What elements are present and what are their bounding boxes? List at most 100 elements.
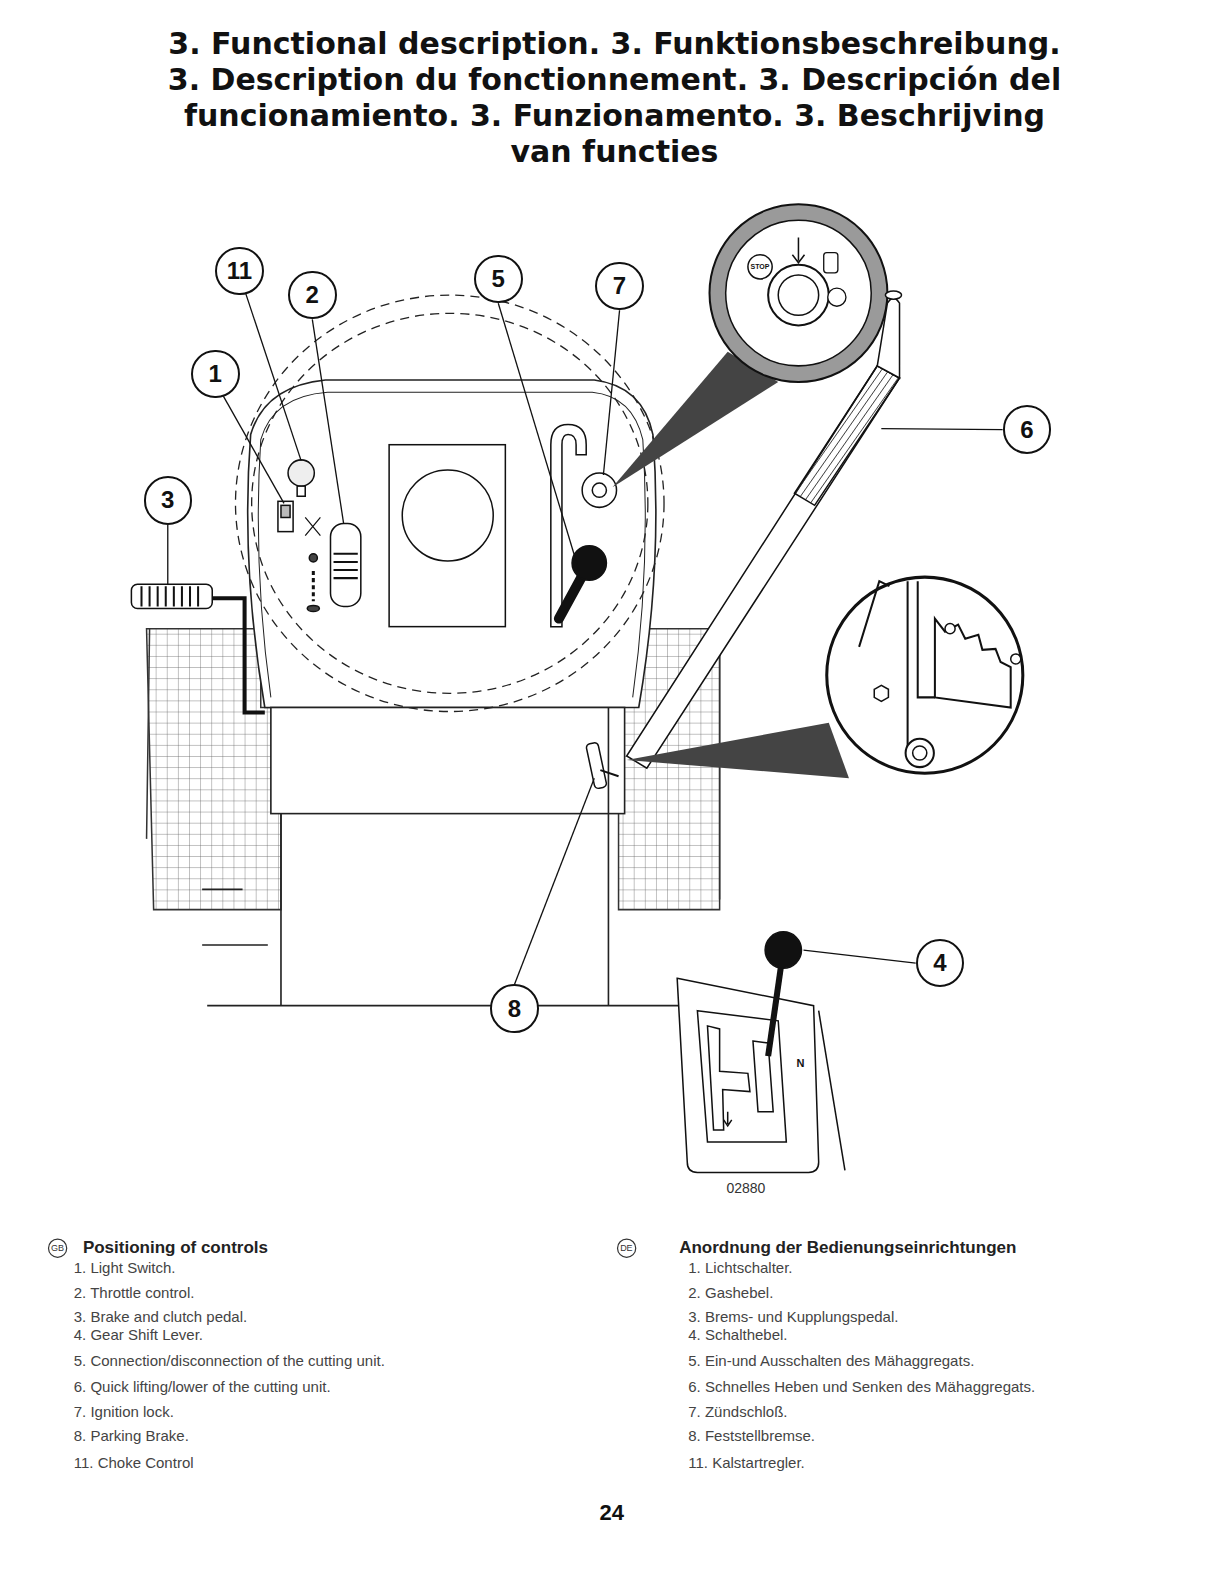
list-item: 7. Ignition lock. bbox=[74, 1403, 174, 1421]
dashboard-controls-part bbox=[307, 605, 319, 611]
callout-number: 1 bbox=[209, 362, 222, 386]
lever-magnifier-part bbox=[908, 581, 935, 748]
lever-magnifier-part bbox=[874, 685, 888, 701]
lever-magnifier-part bbox=[906, 739, 934, 767]
lift-lever-part bbox=[877, 298, 899, 378]
dashboard-controls-part bbox=[334, 554, 358, 578]
tractor-body-part bbox=[248, 380, 656, 707]
list-item: 7. Zündschloß. bbox=[688, 1403, 787, 1421]
leader-lines-part bbox=[167, 525, 168, 585]
dashboard-controls-part bbox=[297, 486, 305, 496]
callout-circle: 5 bbox=[474, 255, 523, 304]
callout-circle: 11 bbox=[215, 247, 264, 296]
dashboard-controls-part bbox=[402, 470, 493, 561]
callout-circle: 7 bbox=[595, 262, 644, 311]
ignition-magnifier-part bbox=[828, 288, 846, 306]
page-number: 24 bbox=[599, 1500, 623, 1526]
dashboard-controls-part bbox=[305, 517, 320, 535]
switch-marking: STOP bbox=[751, 263, 770, 271]
callout-number: 8 bbox=[508, 997, 521, 1021]
ignition-magnifier-part bbox=[778, 275, 818, 315]
lever-magnifier-part bbox=[859, 581, 889, 647]
ignition-magnifier-part bbox=[768, 265, 829, 326]
callout-circle: 8 bbox=[490, 984, 539, 1033]
callout-number: 6 bbox=[1020, 418, 1033, 442]
lever-magnifier-part bbox=[827, 577, 1023, 773]
figure-number: 02880 bbox=[726, 1180, 765, 1197]
dashed-outline bbox=[235, 295, 664, 711]
dashed-outline-part bbox=[252, 313, 648, 693]
tractor-body-part bbox=[258, 392, 645, 697]
list-item: 2. Gashebel. bbox=[688, 1284, 773, 1302]
leader-lines bbox=[168, 293, 1003, 984]
page-title: 3. Functional description. 3. Funktionsb… bbox=[152, 26, 1077, 170]
callout-number: 5 bbox=[492, 267, 505, 291]
ignition-magnifier-part bbox=[792, 238, 804, 263]
list-item: 8. Parking Brake. bbox=[74, 1427, 189, 1445]
ignition-magnifier-part bbox=[726, 220, 872, 366]
callout-number: 4 bbox=[933, 951, 946, 975]
gear-shift-detail-part bbox=[724, 1112, 732, 1126]
dashboard-controls-part bbox=[312, 571, 315, 601]
list-item: 11. Kalstartregler. bbox=[688, 1454, 804, 1472]
list-heading: Anordnung der Bedienungseinrichtungen bbox=[679, 1238, 1016, 1258]
list-item: 4. Schalthebel. bbox=[688, 1326, 787, 1344]
ignition-magnifier-part bbox=[748, 255, 772, 279]
dashboard-controls-part bbox=[288, 460, 314, 486]
callout-number: 11 bbox=[227, 259, 252, 283]
lift-lever-part bbox=[794, 366, 899, 505]
lever-magnifier-part bbox=[935, 619, 1011, 708]
brake-pedal-part bbox=[131, 584, 212, 608]
leader-lines-part bbox=[246, 293, 302, 461]
tractor-body-part bbox=[271, 707, 625, 813]
callout-circle: 3 bbox=[144, 476, 193, 525]
gear-marking: N bbox=[796, 1057, 804, 1070]
parking-brake bbox=[586, 742, 619, 789]
leader-lines-part bbox=[312, 319, 343, 523]
parking-brake-part bbox=[586, 742, 607, 789]
callout-circle: 2 bbox=[288, 271, 337, 320]
list-item: 6. Schnelles Heben und Senken des Mähagg… bbox=[688, 1378, 1035, 1396]
dashboard-controls-part bbox=[278, 501, 293, 531]
tractor-body-part bbox=[202, 889, 268, 945]
brake-pedal bbox=[131, 584, 264, 712]
dashboard-controls-part bbox=[389, 445, 505, 627]
gear-shift-detail-part bbox=[677, 978, 818, 1172]
callout-circle: 1 bbox=[191, 350, 240, 399]
dashboard-controls-part bbox=[281, 505, 290, 517]
list-item: 2. Throttle control. bbox=[74, 1284, 195, 1302]
list-item: 1. Lichtschalter. bbox=[688, 1259, 792, 1277]
tractor-body bbox=[202, 380, 808, 1006]
list-item: 3. Brems- und Kupplungspedal. bbox=[688, 1308, 898, 1326]
callout-number: 7 bbox=[613, 274, 626, 298]
list-item: 6. Quick lifting/lower of the cutting un… bbox=[74, 1378, 331, 1396]
leader-lines-part bbox=[514, 778, 594, 984]
callout-circle: 6 bbox=[1003, 405, 1052, 454]
lever-magnifier-part bbox=[1011, 654, 1021, 664]
dashed-outline-part bbox=[235, 295, 664, 711]
controls-illustration-part bbox=[49, 204, 1023, 1257]
dashboard-controls-part bbox=[592, 483, 606, 497]
brake-pedal-part bbox=[141, 586, 198, 606]
ignition-magnifier-part bbox=[824, 253, 838, 273]
leader-lines-part bbox=[603, 310, 619, 475]
callout-number: 2 bbox=[306, 283, 319, 307]
lift-lever-part bbox=[885, 291, 901, 299]
gear-shift-detail-part bbox=[819, 1011, 845, 1171]
gb-badge-part bbox=[49, 1239, 67, 1257]
gear-shift-detail-part bbox=[707, 1026, 749, 1130]
list-item: 1. Light Switch. bbox=[74, 1259, 176, 1277]
list-heading: Positioning of controls bbox=[83, 1238, 268, 1258]
list-item: 8. Feststellbremse. bbox=[688, 1427, 815, 1445]
dashboard-controls-part bbox=[330, 524, 360, 607]
language-badge: DE bbox=[620, 1243, 633, 1254]
lever-magnifier-part bbox=[945, 624, 955, 634]
callout-number: 3 bbox=[161, 488, 174, 512]
leader-lines-part bbox=[223, 396, 284, 503]
lever-magnifier-part bbox=[627, 723, 849, 779]
parking-brake-part bbox=[600, 770, 618, 776]
list-item: 4. Gear Shift Lever. bbox=[74, 1326, 203, 1344]
leader-lines-part bbox=[498, 303, 579, 571]
